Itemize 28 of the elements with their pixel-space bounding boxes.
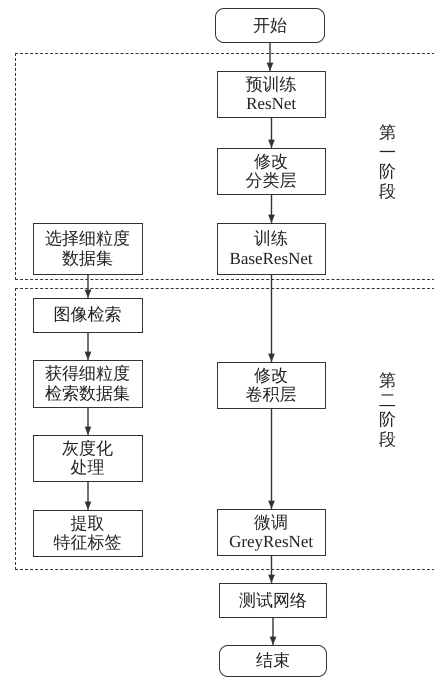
arrow — [84, 333, 92, 360]
arrow — [84, 275, 92, 298]
process-box: 训练 BaseResNet — [216, 222, 326, 275]
terminal-box: 结束 — [219, 645, 327, 677]
process-box: 获得细粒度检索数据集 — [32, 360, 143, 408]
arrow — [270, 618, 276, 645]
arrow — [268, 556, 275, 583]
stage-label: 第二阶段 — [379, 371, 396, 450]
arrow — [268, 275, 275, 362]
process-box: 修改分类层 — [216, 148, 326, 195]
arrow — [266, 43, 274, 71]
process-box: 修改卷积层 — [216, 362, 326, 409]
arrow — [84, 482, 92, 510]
process-box: 测试网络 — [219, 583, 327, 618]
process-box: 提取特征标签 — [32, 510, 143, 557]
process-box: 微调 GreyResNet — [216, 508, 326, 556]
terminal-box: 开始 — [215, 8, 325, 43]
arrow — [84, 408, 92, 435]
stage-region — [15, 53, 434, 280]
process-box: 灰度化处理 — [32, 434, 143, 482]
process-box: 图像检索 — [32, 298, 143, 333]
arrow — [268, 409, 275, 509]
stage-label: 第一阶段 — [379, 123, 396, 202]
arrow — [268, 195, 275, 223]
process-box: 预训练 ResNet — [216, 70, 326, 118]
process-box: 选择细粒度数据集 — [32, 222, 143, 275]
stage-region — [15, 288, 434, 570]
arrow — [268, 118, 275, 148]
